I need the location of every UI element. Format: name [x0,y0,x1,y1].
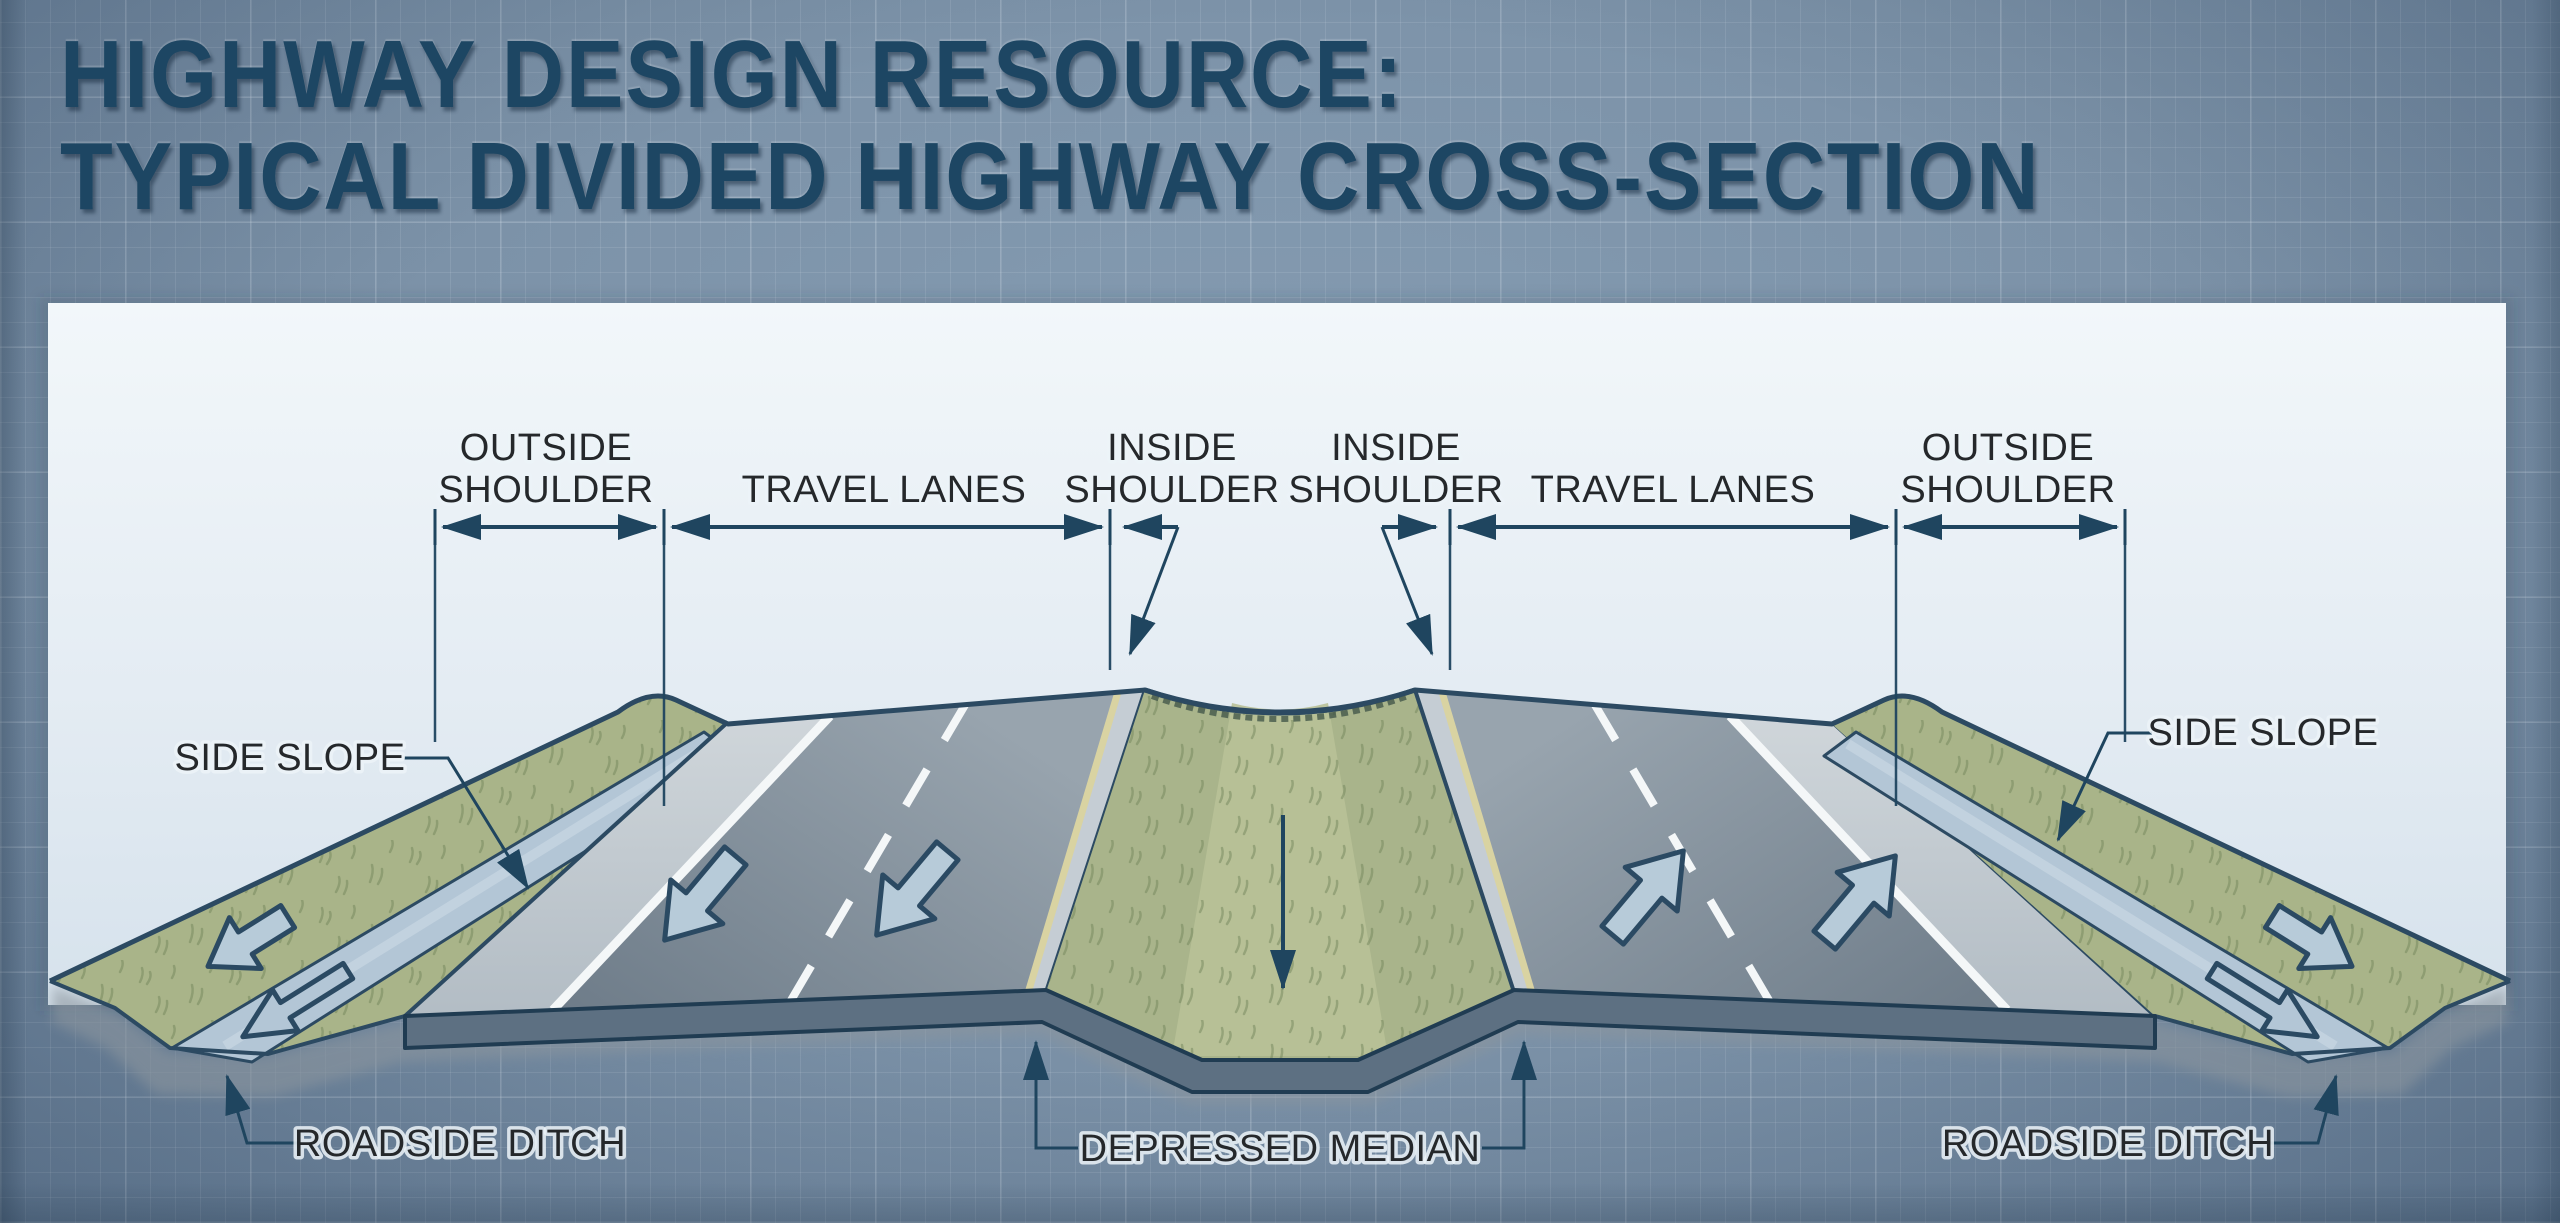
left-yellow-edge-line [1024,690,1122,995]
depressed-median [1046,687,1514,1062]
right-ditch-channel-arrow-icon [2204,960,2320,1040]
label-side-slope-left: SIDE SLOPE [175,737,406,779]
depressed-median-left-leader [1023,1040,1078,1150]
right-travel-lanes-surface [1442,692,2007,1010]
inside-shoulder-leaders [1128,526,1434,656]
label-travel-lanes-left: TRAVEL LANES [742,469,1027,511]
subgrade-band [403,988,2157,1094]
left-traffic-direction-arrow-icon [662,844,749,943]
side-slope-left-leader [404,756,530,890]
label-inside-shoulder-right-line1: INSIDE [1331,427,1461,469]
page-title-line1: HIGHWAY DESIGN RESOURCE: [60,21,1405,128]
page-title: HIGHWAY DESIGN RESOURCE: TYPICAL DIVIDED… [60,24,2261,228]
right-yellow-edge-line [1438,690,1536,995]
callout-leaders [225,731,2339,1150]
side-slope-right-leader [2056,731,2152,842]
label-travel-lanes-right: TRAVEL LANES [1531,469,1816,511]
formation-skyline-outline [48,687,2512,984]
depressed-median-right-leader [1482,1040,1537,1150]
right-embankment [1822,696,2511,1064]
label-inside-shoulder-left-line1: INSIDE [1107,427,1237,469]
dimension-ticks [433,509,2127,545]
label-roadside-ditch-right: ROADSIDE DITCH [1942,1123,2274,1165]
median-grass-texture [1046,690,1514,1062]
label-inside-shoulder-left-line2: SHOULDER [1064,469,1279,511]
roadside-ditch-left-leader [225,1074,297,1145]
diagram-labels: OUTSIDE SHOULDER TRAVEL LANES INSIDE SHO… [171,424,2381,1174]
left-ditch-channel-arrow-icon [240,960,356,1040]
left-dashed-center-line [786,702,969,1005]
right-traffic-direction-arrow-icon [1599,848,1686,947]
right-median-edge [1413,689,1516,993]
dimension-annotations [225,509,2339,1150]
right-inside-shoulder-surface [1415,690,1532,993]
right-roadway [1413,689,2157,1018]
left-traffic-direction-arrow-icon [874,839,961,938]
label-inside-shoulder-right-line2: SHOULDER [1288,469,1503,511]
left-roadway [403,689,1147,1018]
roadside-ditch-right-leader [2270,1074,2339,1145]
left-ditch-flow-arrow-icon [205,903,298,972]
label-outside-shoulder-right-line2: SHOULDER [1900,469,2115,511]
right-embankment-cut-edge [2154,979,2511,1056]
right-traffic-direction-arrow-icon [1811,853,1898,952]
page-title-line2: TYPICAL DIVIDED HIGHWAY CROSS-SECTION [60,122,2041,230]
right-ditch-flow-arrow-icon [2262,903,2355,972]
label-outside-shoulder-left-line1: OUTSIDE [460,427,632,469]
extension-lines [433,545,2127,806]
left-inside-shoulder-surface [1028,690,1145,993]
left-embankment [49,696,738,1064]
label-outside-shoulder-right-line1: OUTSIDE [1922,427,2094,469]
left-crest-edge [403,720,730,1018]
label-roadside-ditch-left: ROADSIDE DITCH [294,1123,626,1165]
label-side-slope-right: SIDE SLOPE [2148,712,2379,754]
left-white-edge-line [549,712,834,1014]
label-outside-shoulder-left-line2: SHOULDER [438,469,653,511]
label-depressed-median: DEPRESSED MEDIAN [1080,1128,1481,1170]
left-embankment-cut-edge [49,979,406,1056]
